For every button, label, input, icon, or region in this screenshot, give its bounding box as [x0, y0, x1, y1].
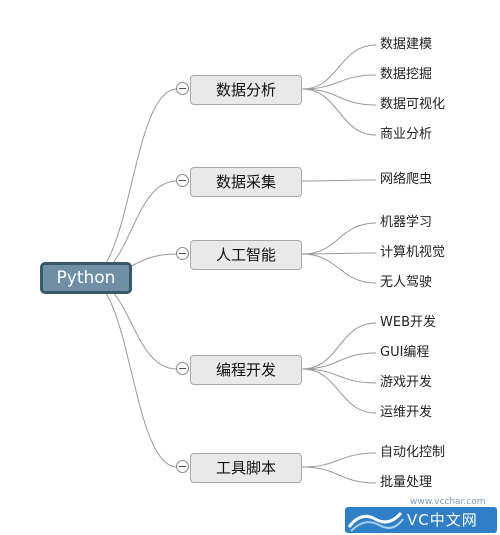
- connector-line: [301, 252, 377, 255]
- leaf-node[interactable]: 批量处理: [380, 475, 433, 490]
- collapse-toggle-icon[interactable]: [176, 82, 189, 95]
- connector-line: [301, 466, 377, 484]
- leaf-node[interactable]: 自动化控制: [380, 445, 446, 460]
- connector-line: [85, 88, 178, 279]
- leaf-node[interactable]: 商业分析: [380, 127, 433, 142]
- leaf-node[interactable]: 数据可视化: [380, 97, 446, 112]
- connector-line: [301, 74, 377, 90]
- connector-line: [301, 368, 377, 414]
- connector-line: [301, 452, 377, 468]
- leaf-node[interactable]: 数据挖掘: [380, 67, 433, 82]
- watermark-name: VC中文网: [407, 511, 478, 529]
- branch-node-data-analysis[interactable]: 数据分析: [190, 75, 302, 105]
- leaf-node[interactable]: 数据建模: [380, 37, 433, 52]
- leaf-node[interactable]: GUI编程: [380, 345, 430, 360]
- connector-line: [301, 352, 377, 370]
- collapse-toggle-icon[interactable]: [176, 362, 189, 375]
- branch-node-data-collection[interactable]: 数据采集: [190, 167, 302, 197]
- collapse-toggle-icon[interactable]: [176, 247, 189, 260]
- leaf-node[interactable]: 运维开发: [380, 405, 433, 420]
- watermark-logo: VC中文网: [345, 507, 497, 533]
- connector-line: [301, 222, 377, 255]
- collapse-toggle-icon[interactable]: [176, 460, 189, 473]
- leaf-node[interactable]: 游戏开发: [380, 375, 433, 390]
- leaf-node[interactable]: 计算机视觉: [380, 245, 446, 260]
- connector-line: [301, 88, 377, 106]
- collapse-toggle-icon[interactable]: [176, 174, 189, 187]
- connector-line: [301, 368, 377, 384]
- leaf-node[interactable]: 机器学习: [380, 215, 433, 230]
- connector-line: [301, 253, 377, 284]
- branch-node-ai[interactable]: 人工智能: [190, 240, 302, 270]
- connector-line: [301, 88, 377, 136]
- root-node-python[interactable]: Python: [40, 262, 132, 294]
- leaf-node[interactable]: 网络爬虫: [380, 172, 433, 187]
- leaf-node[interactable]: WEB开发: [380, 315, 436, 330]
- leaf-node[interactable]: 无人驾驶: [380, 275, 433, 290]
- wave-icon: [347, 511, 404, 532]
- connector-line: [85, 277, 178, 468]
- connector-line: [301, 322, 377, 370]
- branch-node-tool-scripts[interactable]: 工具脚本: [190, 453, 302, 483]
- branch-node-programming[interactable]: 编程开发: [190, 355, 302, 385]
- watermark-url: www.vcchar.com: [410, 497, 486, 507]
- connector-line: [301, 179, 377, 182]
- connector-line: [301, 44, 377, 90]
